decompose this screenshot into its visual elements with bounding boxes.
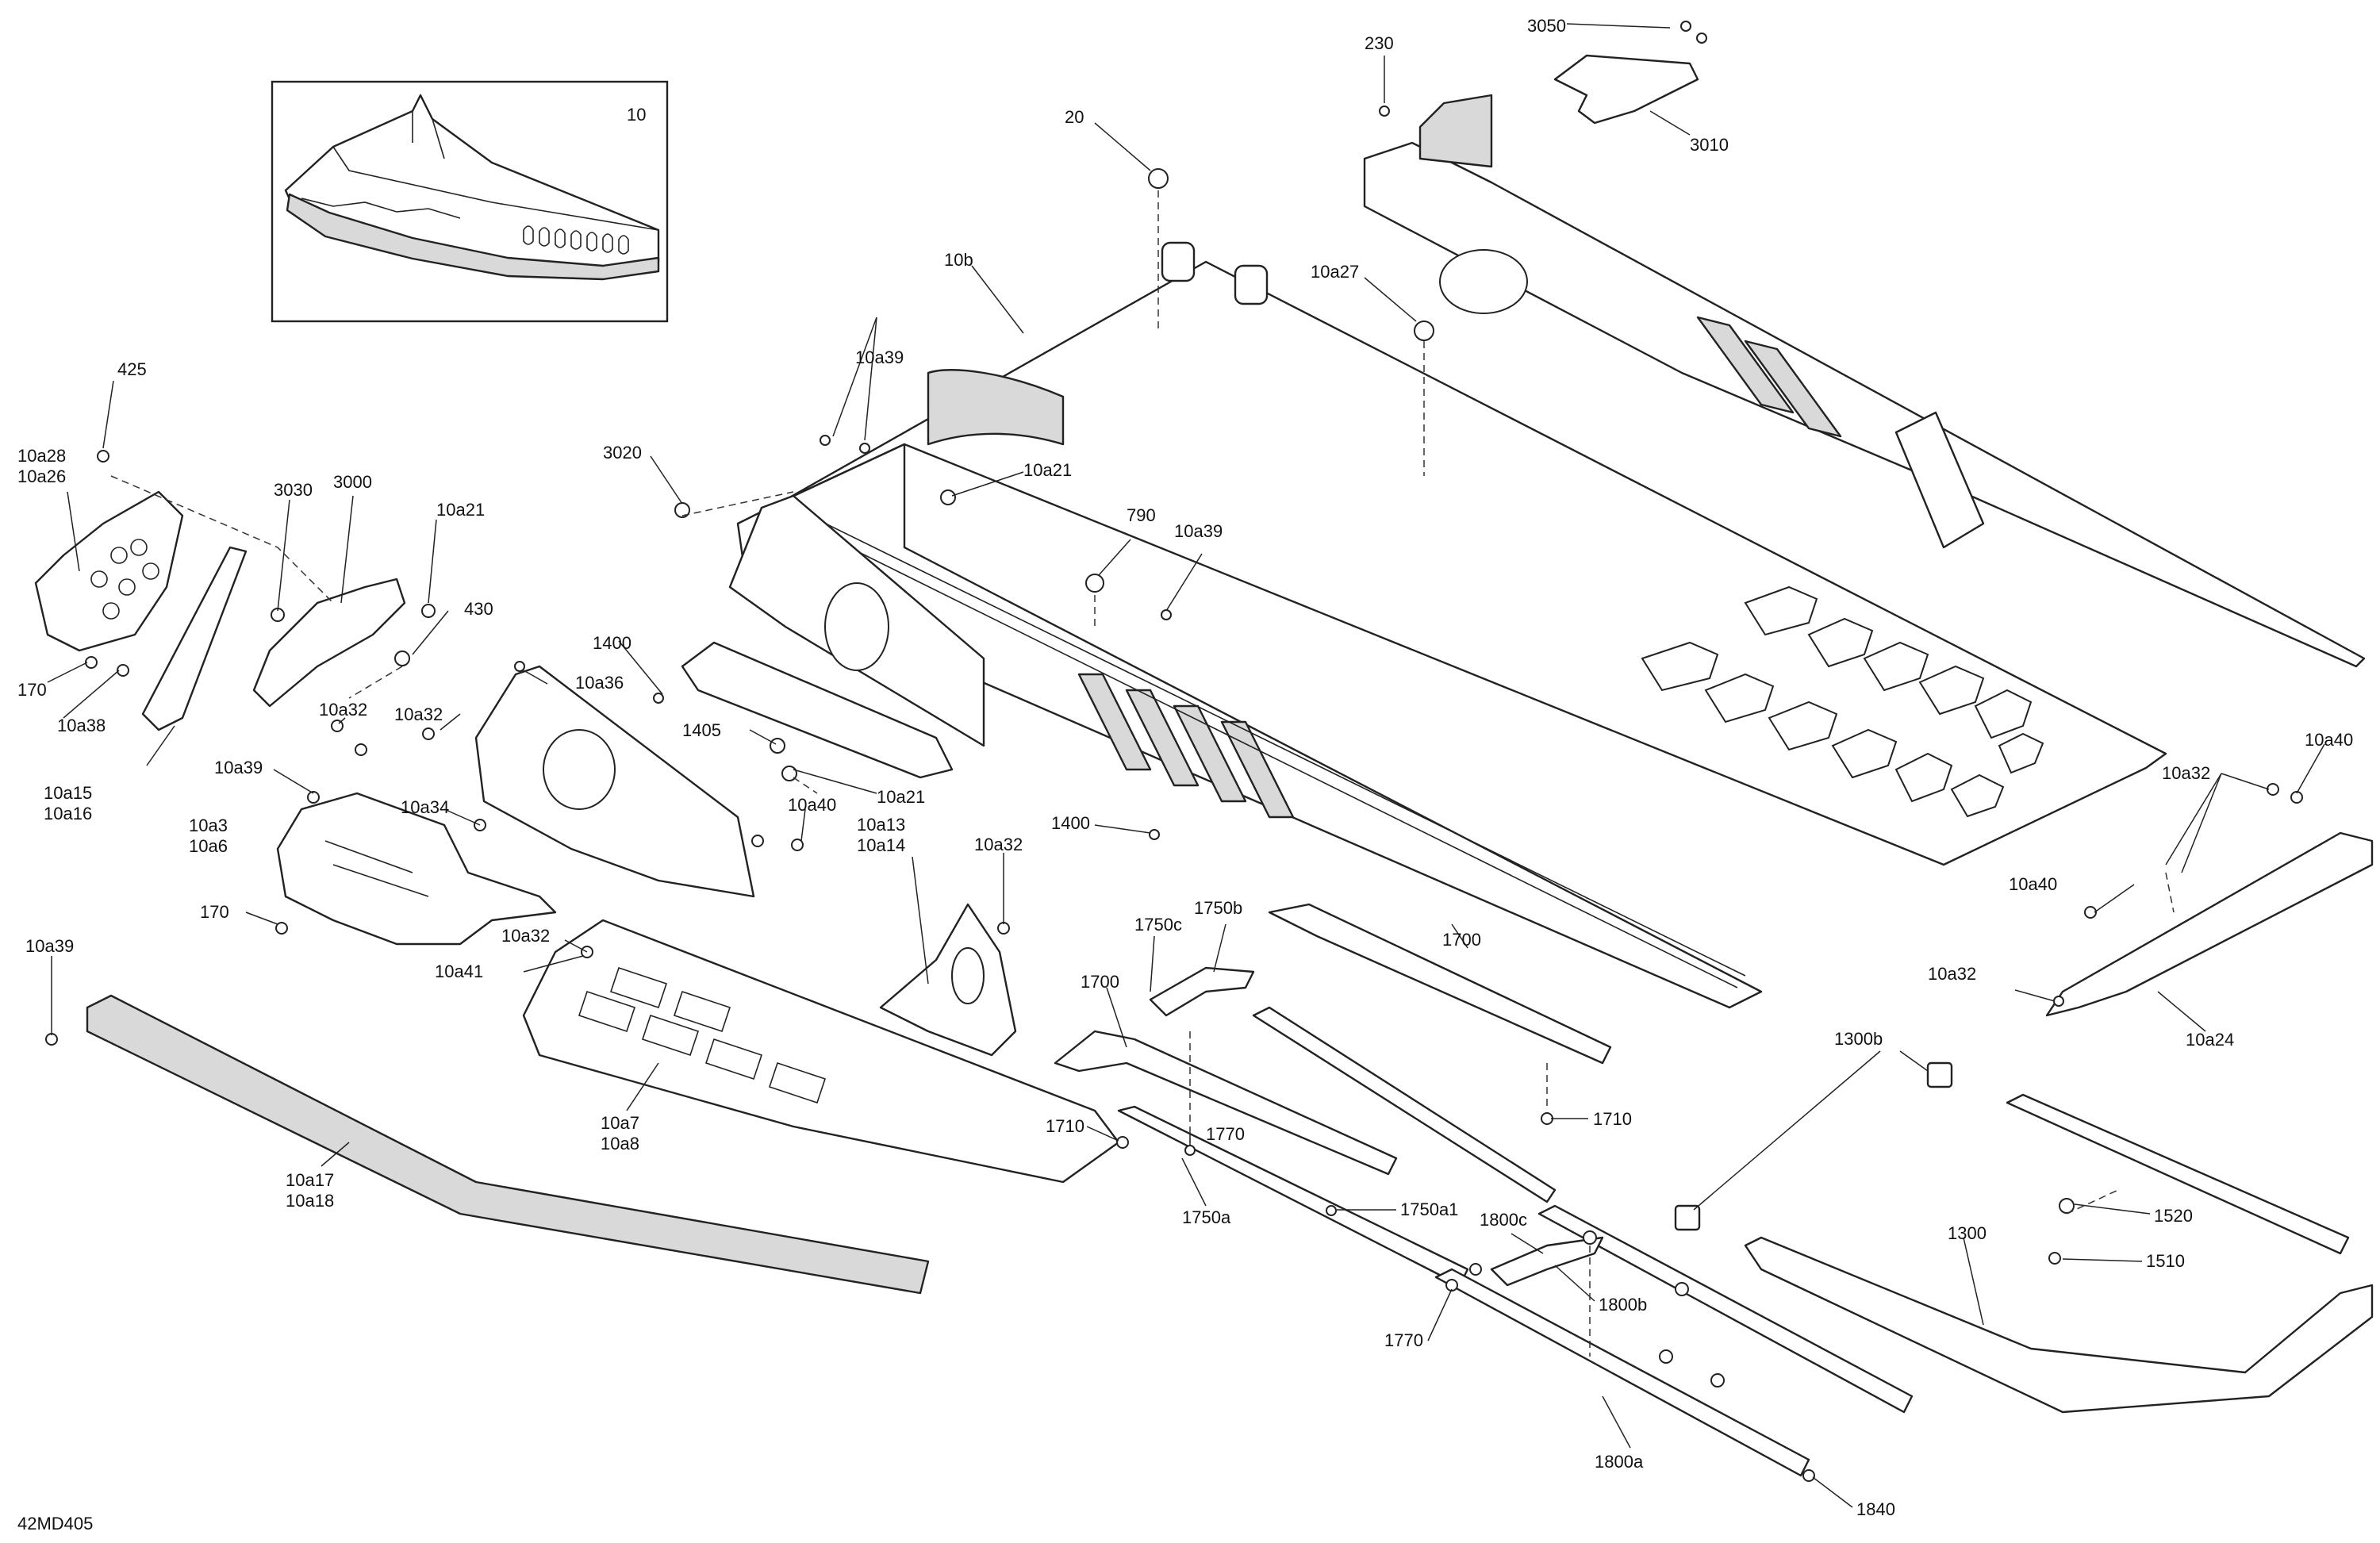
callout-1800c: 1800c — [1480, 1210, 1527, 1230]
callout-3050: 3050 — [1527, 16, 1566, 36]
tunnel-main-10b — [736, 241, 2167, 1009]
callout-10a39-a: 10a39 — [855, 347, 904, 367]
callout-3030: 3030 — [274, 480, 313, 500]
part-1800b-block — [1490, 1236, 1604, 1287]
callout-10a32-c: 10a32 — [974, 835, 1023, 854]
part-10a36-plate — [474, 665, 755, 898]
part-1300b-clip — [1674, 1061, 1953, 1231]
part-10a24-crossmember — [2045, 831, 2374, 1017]
callout-1405: 1405 — [682, 720, 721, 740]
part-3010-bracket — [1553, 54, 1699, 125]
callout-1770-a: 1770 — [1206, 1124, 1245, 1144]
callout-10a39-d: 10a39 — [25, 936, 74, 956]
part-10a13-gusset — [879, 903, 1017, 1057]
callout-10a32-a: 10a32 — [319, 700, 367, 720]
diagram-code: 42MD405 — [17, 1514, 93, 1533]
part-10a28-side-plate — [34, 490, 184, 652]
callout-10a32-e: 10a32 — [2162, 763, 2210, 783]
callout-10b: 10b — [944, 250, 973, 270]
callout-10a21-c: 10a21 — [877, 787, 925, 807]
callout-790: 790 — [1127, 505, 1156, 525]
callout-1400-b: 1400 — [1051, 813, 1090, 833]
callout-425: 425 — [117, 359, 147, 379]
callout-10a40-b: 10a40 — [2305, 730, 2353, 750]
callout-1770-b: 1770 — [1384, 1330, 1423, 1350]
part-10a17-rail — [86, 994, 930, 1295]
callout-1300b: 1300b — [1834, 1029, 1883, 1049]
callout-1510: 1510 — [2146, 1251, 2185, 1271]
assembly-inset: 10 — [271, 80, 669, 323]
callout-1800a: 1800a — [1595, 1452, 1644, 1472]
callout-10a36: 10a36 — [575, 673, 624, 693]
callout-1400-a: 1400 — [593, 633, 631, 653]
callout-10a38: 10a38 — [57, 716, 106, 735]
callout-1300: 1300 — [1948, 1223, 1987, 1243]
part-1700-rail-rear — [1268, 903, 1612, 1065]
callout-1520: 1520 — [2154, 1206, 2193, 1226]
callout-10a24: 10a24 — [2186, 1030, 2234, 1050]
callout-1700-a: 1700 — [1081, 972, 1119, 992]
part-1700-rail-front — [1054, 1030, 1398, 1176]
part-10a3-bracket — [276, 792, 557, 946]
callout-1750b: 1750b — [1194, 898, 1242, 918]
alignment-lines — [110, 190, 2175, 1357]
callout-10a40-a: 10a40 — [788, 795, 836, 815]
callout-10a32-b: 10a32 — [394, 704, 443, 724]
callout-1800b: 1800b — [1599, 1295, 1647, 1315]
callout-3010: 3010 — [1690, 135, 1729, 155]
part-1750b-block — [1149, 966, 1255, 1017]
part-1300-ski-rail — [1744, 1093, 2374, 1414]
callout-1750a: 1750a — [1182, 1207, 1231, 1227]
callout-3000: 3000 — [333, 472, 372, 492]
callout-10a21-a: 10a21 — [436, 500, 485, 520]
callout-170-b: 170 — [200, 902, 229, 922]
tunnel-side-right — [1363, 94, 2366, 668]
callout-1840: 1840 — [1856, 1499, 1895, 1519]
part-1800a-slide — [1434, 1268, 1810, 1477]
callout-10a21-b: 10a21 — [1023, 460, 1072, 480]
part-1800-rail — [1252, 1006, 1914, 1414]
tunnel-front-bulkhead — [728, 494, 985, 747]
part-1405-bracket — [681, 641, 954, 779]
callout-10a27: 10a27 — [1311, 262, 1359, 282]
leader-lines — [47, 23, 2325, 1508]
part-3000-bracket — [252, 578, 406, 708]
inset-tunnel-drawing — [284, 94, 660, 281]
callout-10a32-d: 10a32 — [501, 926, 550, 946]
callout-1710-b: 1710 — [1593, 1109, 1632, 1129]
callout-1750c: 1750c — [1134, 915, 1182, 935]
callout-10a34: 10a34 — [401, 797, 449, 817]
callout-10a41: 10a41 — [435, 961, 483, 981]
callout-10a32-f: 10a32 — [1928, 964, 1976, 984]
callout-10a39-b: 10a39 — [1174, 521, 1223, 541]
callout-1750a1: 1750a1 — [1400, 1199, 1458, 1219]
callout-1710-a: 1710 — [1046, 1116, 1084, 1136]
inset-label: 10 — [627, 105, 646, 125]
callout-10a40-c: 10a40 — [2009, 874, 2057, 894]
deck-cutouts — [1641, 585, 2044, 818]
callout-20: 20 — [1065, 107, 1084, 127]
side-vents — [1077, 673, 1295, 819]
part-1750a-slide — [1117, 1105, 1469, 1287]
callout-230: 230 — [1365, 33, 1394, 53]
callout-170-a: 170 — [17, 680, 47, 700]
callout-1700-b: 1700 — [1442, 930, 1481, 950]
callout-3020: 3020 — [603, 443, 642, 463]
callout-430: 430 — [464, 599, 493, 619]
part-10a15-bar — [141, 546, 248, 731]
fasteners — [45, 21, 2303, 1482]
callout-10a39-c: 10a39 — [214, 758, 263, 777]
